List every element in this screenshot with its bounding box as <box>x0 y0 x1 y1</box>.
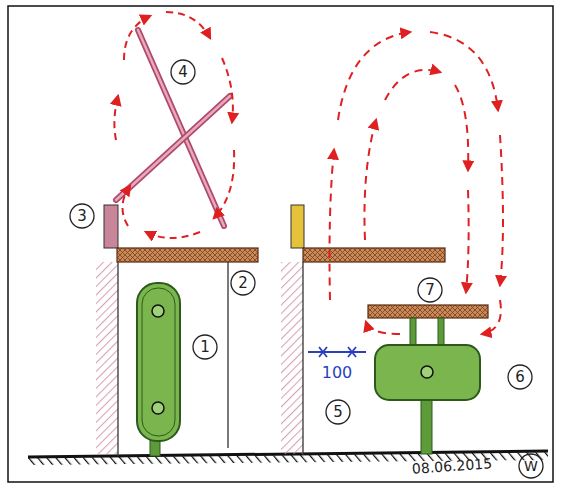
radiator-valve <box>152 402 164 414</box>
pipe <box>421 398 432 454</box>
airflow-arrow <box>455 85 468 170</box>
callout-circle <box>231 271 255 295</box>
curtain-strip <box>104 205 118 248</box>
radiator-inner <box>142 288 175 436</box>
signature-circle <box>519 454 543 478</box>
airflow-arrow <box>122 186 130 226</box>
cover-board <box>368 305 488 318</box>
callout-circle <box>326 400 350 424</box>
callout-number: 6 <box>515 370 525 385</box>
callout-number: 3 <box>77 209 87 224</box>
shelf-board <box>303 248 445 262</box>
callout-number: 5 <box>333 405 343 420</box>
radiator-valve <box>421 366 433 378</box>
radiator-valve <box>152 305 164 317</box>
airflow-arrows <box>114 12 234 238</box>
callout-number: 1 <box>200 340 210 355</box>
wall-line <box>302 262 303 455</box>
airflow-arrow <box>166 12 210 38</box>
date-note: 08.06.2015 <box>412 456 493 476</box>
callout-number: 7 <box>425 283 435 298</box>
airflow-arrow <box>222 58 233 122</box>
airflow-arrow <box>330 150 335 300</box>
wall-hatch <box>96 262 118 454</box>
airflow-arrow <box>482 300 501 334</box>
dimension-line <box>308 351 366 353</box>
airflow-arrow <box>214 150 234 218</box>
curtain-strip <box>291 205 304 248</box>
callout-circle <box>171 60 195 84</box>
airflow-arrow <box>338 32 410 120</box>
airflow-arrow <box>364 120 376 240</box>
dimension-label: 100 <box>322 365 353 381</box>
callout-circles <box>70 60 543 478</box>
dimension-tick <box>319 347 327 357</box>
shelf-board <box>117 248 258 262</box>
airflow-arrow <box>114 96 118 140</box>
dimension-tick <box>348 347 356 357</box>
fan-blade <box>116 96 230 200</box>
callout-number: 2 <box>238 276 248 291</box>
airflow-arrows <box>330 32 504 334</box>
callout-circle <box>418 278 442 302</box>
dimension-line <box>308 347 366 357</box>
airflow-arrow <box>466 190 469 292</box>
airflow-arrow <box>500 135 503 285</box>
radiator <box>375 345 480 400</box>
callout-number: 4 <box>178 65 188 80</box>
bracket-post <box>410 318 416 346</box>
wall-hatch <box>281 262 303 454</box>
frame <box>8 6 553 482</box>
airflow-arrow <box>385 70 440 100</box>
airflow-arrow <box>430 32 498 110</box>
fan-blade <box>116 96 230 200</box>
callout-circle <box>193 335 217 359</box>
fan-blade <box>138 30 224 226</box>
callout-circle <box>508 365 532 389</box>
airflow-arrow <box>146 232 200 238</box>
wall-line <box>117 262 118 456</box>
airflow-arrow <box>124 16 150 60</box>
signature: W <box>524 459 538 473</box>
bracket-post <box>438 318 444 346</box>
airflow-arrow <box>366 322 400 334</box>
fan-blade <box>138 30 224 226</box>
callout-circle <box>70 204 94 228</box>
niche-line <box>227 262 228 448</box>
radiator <box>137 283 180 441</box>
